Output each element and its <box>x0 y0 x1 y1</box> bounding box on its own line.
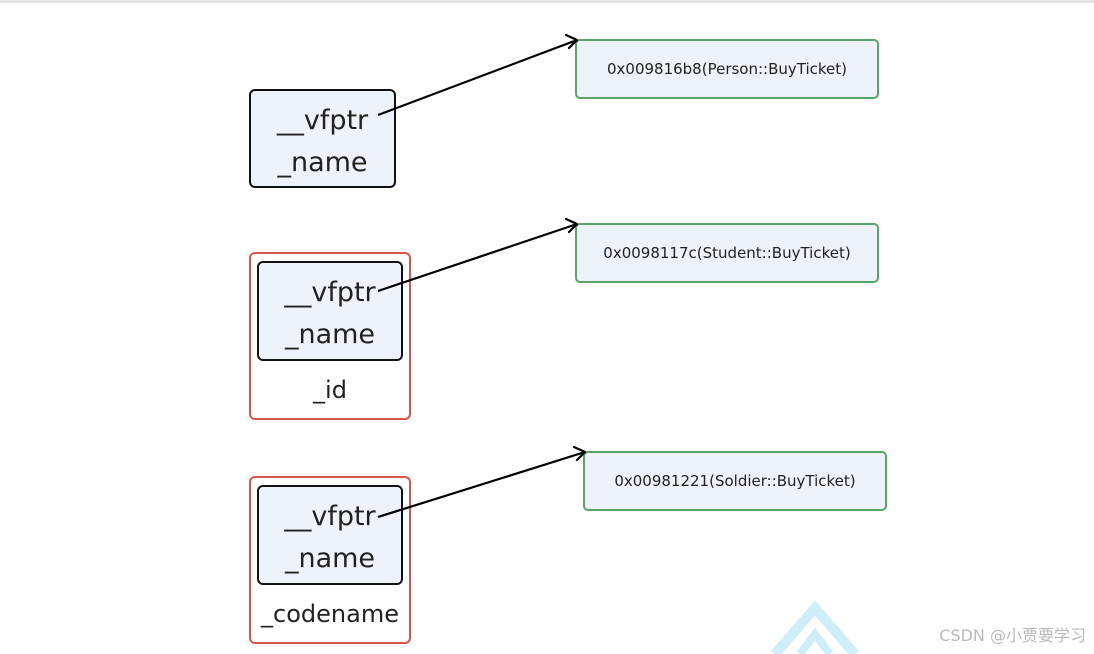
watermark-text: CSDN @小贾要学习 <box>939 626 1086 645</box>
student-vfptr-field: __vfptr <box>284 277 376 308</box>
student-arrowhead <box>564 217 579 234</box>
person-arrowhead <box>564 33 579 50</box>
soldier-base-subobject: __vfptr _name <box>257 485 403 585</box>
student-id-field: _id <box>313 376 347 404</box>
soldier-vfptr-arrow <box>377 450 586 519</box>
student-vtable-entry: 0x0098117c(Student::BuyTicket) <box>575 223 879 283</box>
soldier-vtable-entry: 0x00981221(Soldier::BuyTicket) <box>583 451 887 511</box>
student-base-subobject: __vfptr _name <box>257 261 403 361</box>
student-name-field: _name <box>284 319 376 350</box>
student-vfptr-arrow <box>377 222 578 293</box>
person-object-box: __vfptr _name <box>249 89 396 188</box>
watermark-logo-icon <box>771 600 859 654</box>
soldier-arrowhead <box>572 445 587 462</box>
person-vtable-entry: 0x009816b8(Person::BuyTicket) <box>575 39 879 99</box>
soldier-name-field: _name <box>284 543 376 574</box>
person-vfptr-arrow <box>377 38 578 117</box>
top-border <box>0 0 1094 3</box>
person-vfptr-field: __vfptr <box>276 105 369 136</box>
soldier-codename-field: _codename <box>261 600 399 628</box>
person-name-field: _name <box>277 147 368 178</box>
soldier-vfptr-field: __vfptr <box>284 501 376 532</box>
